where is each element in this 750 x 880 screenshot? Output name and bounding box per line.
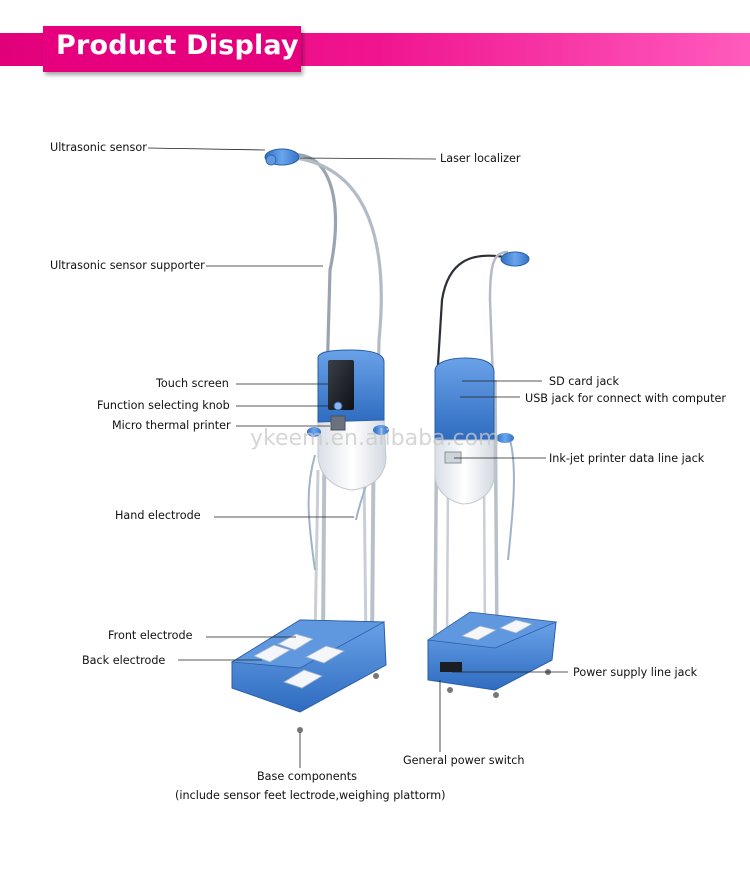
label-ultrasonic-sensor-supporter: Ultrasonic sensor supporter bbox=[50, 259, 205, 272]
label-front-electrode: Front electrode bbox=[108, 629, 193, 642]
label-hand-electrode: Hand electrode bbox=[115, 509, 201, 522]
header-title-tab bbox=[43, 26, 301, 72]
leader-lines bbox=[147, 147, 568, 768]
label-base-components: Base components bbox=[257, 770, 357, 783]
label-ultrasonic-sensor: Ultrasonic sensor bbox=[50, 141, 147, 154]
label-laser-localizer: Laser localizer bbox=[440, 152, 521, 165]
label-touch-screen: Touch screen bbox=[156, 377, 229, 390]
label-micro-thermal-printer: Micro thermal printer bbox=[112, 419, 231, 432]
label-usb-jack: USB jack for connect with computer bbox=[525, 392, 727, 405]
label-general-power-switch: General power switch bbox=[403, 754, 525, 767]
label-power-supply-jack: Power supply line jack bbox=[573, 666, 698, 679]
page-title: Product Display bbox=[56, 30, 299, 61]
label-base-components-note: (include sensor feet lectrode,weighing p… bbox=[175, 789, 446, 802]
device-rear-view bbox=[426, 250, 558, 698]
watermark-text: ykeem.en.alibaba.com bbox=[250, 426, 500, 451]
label-back-electrode: Back electrode bbox=[82, 654, 166, 667]
label-function-selecting-knob: Function selecting knob bbox=[97, 399, 230, 412]
device-front-view bbox=[230, 148, 389, 733]
label-sd-card-jack: SD card jack bbox=[549, 375, 619, 388]
label-inkjet-printer-jack: Ink-jet printer data line jack bbox=[549, 452, 705, 465]
